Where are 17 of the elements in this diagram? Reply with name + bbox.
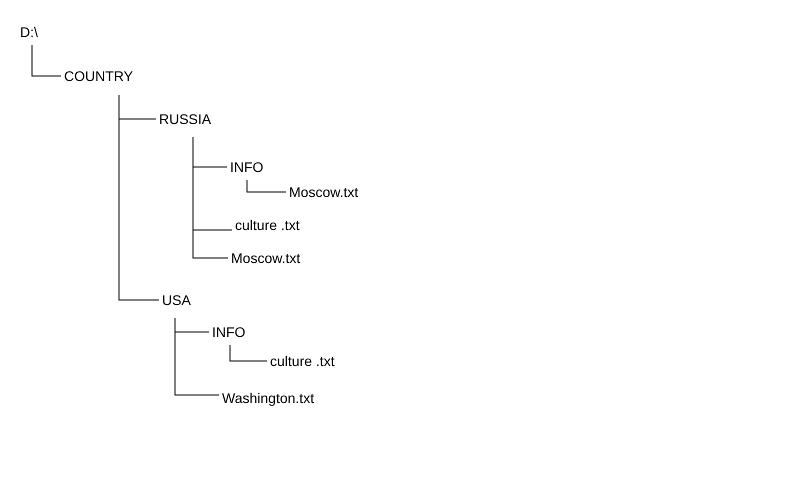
tree-connector: [32, 44, 62, 76]
tree-connector: [174, 318, 220, 396]
folder-tree-item: culture .txt: [235, 217, 300, 233]
folder-tree-item: culture .txt: [270, 353, 335, 369]
folder-tree-item: D:\: [20, 24, 38, 40]
folder-tree-item: INFO: [212, 324, 246, 340]
tree-connector: [118, 94, 160, 300]
folder-tree-item: Washington.txt: [222, 390, 314, 406]
folder-tree-item: Moscow.txt: [289, 184, 358, 200]
tree-connector: [192, 136, 228, 258]
tree-connector: [230, 344, 268, 362]
folder-tree-item: Moscow.txt: [231, 250, 300, 266]
folder-tree-item: RUSSIA: [159, 111, 212, 127]
tree-connector: [246, 180, 286, 192]
folder-tree-item: INFO: [230, 159, 264, 175]
folder-tree-item: COUNTRY: [64, 68, 133, 84]
folder-tree-item: USA: [162, 292, 191, 308]
